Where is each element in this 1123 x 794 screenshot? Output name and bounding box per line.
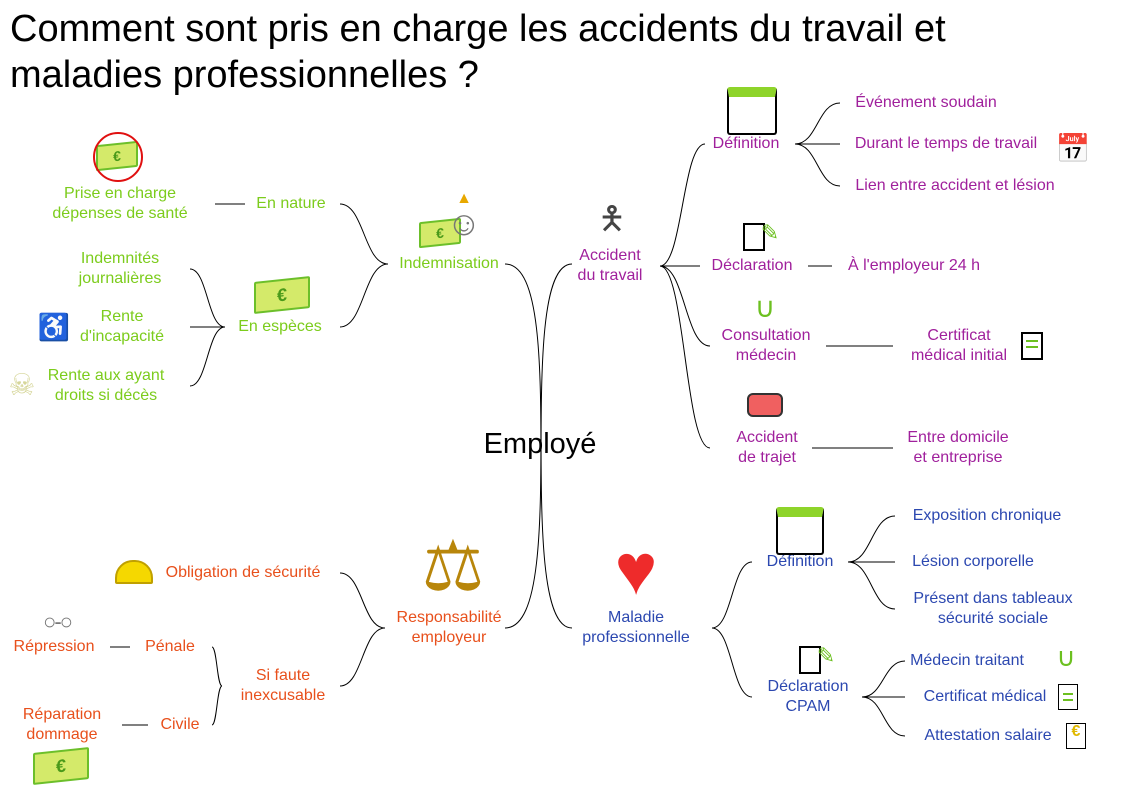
node-en-nature: En nature xyxy=(256,195,326,212)
title-line-2: maladies professionnelles ? xyxy=(10,54,479,96)
certificate-document-icon xyxy=(1058,684,1078,710)
connector-line xyxy=(189,326,226,387)
falling-stairs-icon: 🯅 xyxy=(597,200,627,236)
document-pen-icon xyxy=(799,646,821,674)
handcuffs-icon: ○-○ xyxy=(43,609,73,634)
banknote-icon: € xyxy=(254,276,310,314)
connector-line xyxy=(711,627,753,698)
calendar-clock-icon: 📅 xyxy=(1055,133,1091,164)
node-declaration-at: Déclaration xyxy=(711,257,793,274)
document-pen-icon xyxy=(743,223,765,251)
connector-line xyxy=(339,263,389,328)
car-crash-icon xyxy=(747,393,783,417)
pen-icon: ✎ xyxy=(760,220,780,245)
injured-worker-icon: ▲☺ xyxy=(446,190,482,243)
node-obligation-securite: Obligation de sécurité xyxy=(165,564,321,581)
connector-line xyxy=(659,265,711,347)
wheelchair-icon: ♿ xyxy=(37,312,71,342)
stethoscope-icon: ∪ xyxy=(754,292,776,323)
title-line-1: Comment sont pris en charge les accident… xyxy=(10,8,946,50)
node-medecin-traitant: Médecin traitant xyxy=(910,652,1024,669)
books-icon xyxy=(727,87,777,135)
node-lien-accident: Lien entre accident et lésion xyxy=(855,177,1055,194)
node-employeur-24h: À l'employeur 24 h xyxy=(847,257,981,274)
connector-line xyxy=(339,627,386,687)
node-lesion: Lésion corporelle xyxy=(912,553,1034,570)
node-definition-mp: Définition xyxy=(766,553,834,570)
books-icon xyxy=(776,507,824,555)
connector-line xyxy=(847,561,896,610)
diagram-title: Comment sont pris en charge les accident… xyxy=(10,6,946,98)
connector-line xyxy=(659,265,711,449)
connector-line xyxy=(339,572,386,629)
skull-crossbones-icon: ☠ xyxy=(8,369,36,402)
heart-pulse-icon: ♥ xyxy=(614,530,658,610)
scales-justice-icon: ⚖ xyxy=(421,527,485,605)
node-indemnisation: Indemnisation xyxy=(399,255,499,272)
node-definition-at: Définition xyxy=(712,135,780,152)
connector-line xyxy=(189,268,226,328)
connector-line xyxy=(211,646,223,687)
node-civile: Civile xyxy=(160,716,200,733)
connector-line xyxy=(794,102,841,145)
connector-line xyxy=(861,696,906,737)
node-exposition: Exposition chronique xyxy=(912,507,1062,524)
node-repression: Répression xyxy=(13,638,95,655)
salary-euro-document-icon: € xyxy=(1066,723,1086,749)
node-attestation-salaire: Attestation salaire xyxy=(924,727,1052,744)
connector-line xyxy=(339,203,389,265)
node-penale: Pénale xyxy=(145,638,195,655)
connector-line xyxy=(211,685,223,726)
forbidden-circle-icon xyxy=(93,132,143,182)
connector-line xyxy=(659,143,706,267)
connector-line xyxy=(794,143,841,187)
node-temps-travail: Durant le temps de travail xyxy=(854,135,1038,152)
certificate-document-icon xyxy=(1021,332,1043,360)
stethoscope-icon: ∪ xyxy=(1056,642,1076,672)
banknote-icon: € xyxy=(33,747,89,785)
connector-line xyxy=(861,660,906,698)
hard-hat-icon xyxy=(115,560,153,584)
connector-line xyxy=(847,515,896,563)
root-node: Employé xyxy=(483,428,597,460)
node-certificat-medical: Certificat médical xyxy=(923,688,1047,705)
connector-line xyxy=(711,561,753,629)
pen-icon: ✎ xyxy=(816,643,836,668)
node-evenement-soudain: Événement soudain xyxy=(855,94,997,111)
connector-line xyxy=(540,419,573,629)
node-en-especes: En espèces xyxy=(238,318,322,335)
